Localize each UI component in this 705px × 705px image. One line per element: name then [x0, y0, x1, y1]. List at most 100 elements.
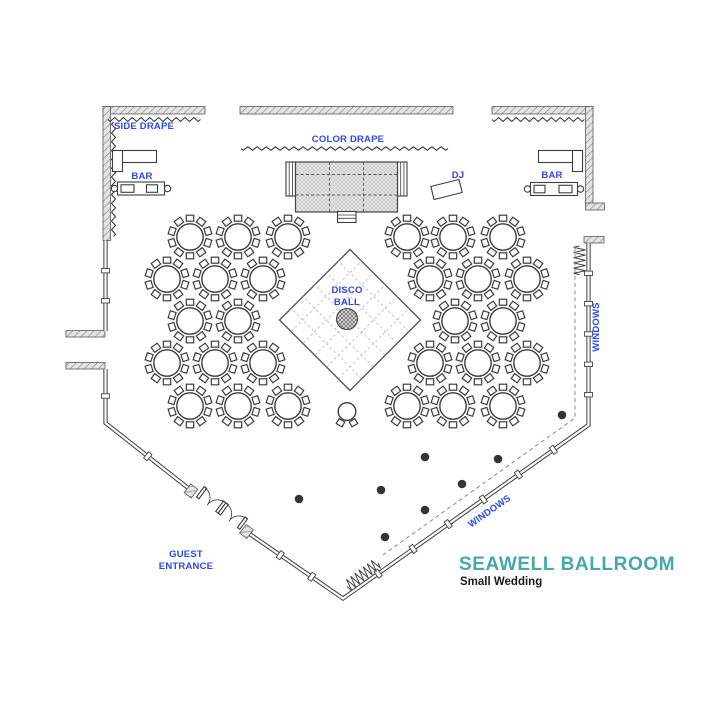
chair	[240, 279, 250, 291]
chair	[162, 256, 172, 264]
chair	[283, 421, 293, 429]
chair	[221, 216, 233, 228]
door-jamb	[239, 523, 254, 540]
chair	[413, 288, 425, 300]
chair	[203, 406, 213, 418]
chair	[220, 258, 232, 270]
chair	[491, 267, 501, 279]
chair	[348, 417, 359, 428]
round-table	[430, 214, 476, 260]
chair	[283, 383, 293, 391]
table-top	[201, 265, 229, 293]
chair	[540, 351, 550, 363]
round-table	[240, 256, 286, 302]
chair	[430, 225, 440, 237]
chair	[498, 252, 508, 260]
chair	[430, 237, 440, 249]
chair	[276, 363, 286, 375]
chair	[167, 309, 177, 321]
chair	[144, 351, 154, 363]
chair	[420, 237, 430, 249]
mullion-tick	[142, 451, 153, 462]
drape-coil-bottom	[345, 560, 382, 591]
mullion-tick	[101, 298, 110, 304]
guest-entrance-label: GUEST ENTRANCE	[159, 549, 213, 573]
chair	[167, 321, 177, 333]
column-dot	[420, 452, 430, 462]
round-table	[265, 383, 311, 429]
round-table	[480, 383, 526, 429]
chair	[498, 214, 508, 222]
chair	[192, 267, 202, 279]
chair	[293, 385, 305, 397]
chair	[460, 330, 472, 342]
chair	[221, 330, 233, 342]
chair	[335, 417, 346, 428]
chair	[233, 252, 243, 260]
chair	[220, 288, 232, 300]
wall-left-stub-upper	[65, 330, 106, 338]
chair	[172, 372, 184, 384]
chair	[150, 288, 162, 300]
chair	[407, 267, 417, 279]
round-table	[407, 256, 453, 302]
chair	[233, 214, 243, 222]
stage-steps-front	[336, 210, 357, 224]
chair	[390, 216, 402, 228]
round-table	[144, 340, 190, 386]
chair	[450, 298, 460, 306]
table-top	[513, 349, 541, 377]
chair	[438, 300, 450, 312]
chair	[283, 252, 293, 260]
windows-right-label: WINDOWS	[591, 302, 602, 352]
chair	[180, 267, 190, 279]
chair	[510, 342, 522, 354]
chair	[460, 300, 472, 312]
chair	[480, 394, 490, 406]
chair	[516, 321, 526, 333]
round-table	[432, 298, 478, 344]
chair	[448, 252, 458, 260]
chair	[246, 288, 258, 300]
chair	[228, 267, 238, 279]
round-table	[167, 298, 213, 344]
chair	[448, 421, 458, 429]
chair	[180, 279, 190, 291]
chair	[458, 216, 470, 228]
color-drape-line	[240, 146, 449, 151]
chair	[276, 279, 286, 291]
chair	[221, 246, 233, 258]
chair	[486, 300, 498, 312]
round-table	[480, 298, 526, 344]
chair	[198, 288, 210, 300]
chair	[508, 246, 520, 258]
chair	[420, 225, 430, 237]
chair	[390, 385, 402, 397]
table-top	[464, 349, 492, 377]
chair	[473, 256, 483, 264]
chair	[532, 342, 544, 354]
guest-tables	[144, 214, 550, 429]
chair	[185, 421, 195, 429]
disco-ball-label-line2: BALL	[333, 297, 361, 308]
wall-mullions	[142, 451, 153, 462]
chair	[466, 406, 476, 418]
chair	[144, 279, 154, 291]
chair	[461, 258, 473, 270]
chair	[192, 351, 202, 363]
chair	[468, 309, 478, 321]
column-dot	[380, 532, 390, 542]
wall-top-left	[102, 106, 206, 115]
table-top	[224, 392, 252, 420]
table-top	[441, 307, 469, 335]
chair	[173, 415, 185, 427]
chair	[436, 385, 448, 397]
chair	[522, 256, 532, 264]
guest-entrance-label-line1: GUEST	[169, 549, 203, 560]
wall-right-upper	[585, 106, 594, 207]
door-jamb	[183, 483, 199, 499]
table-top	[224, 223, 252, 251]
chair	[480, 309, 490, 321]
chair	[412, 415, 424, 427]
bar-left-furniture	[110, 149, 172, 196]
